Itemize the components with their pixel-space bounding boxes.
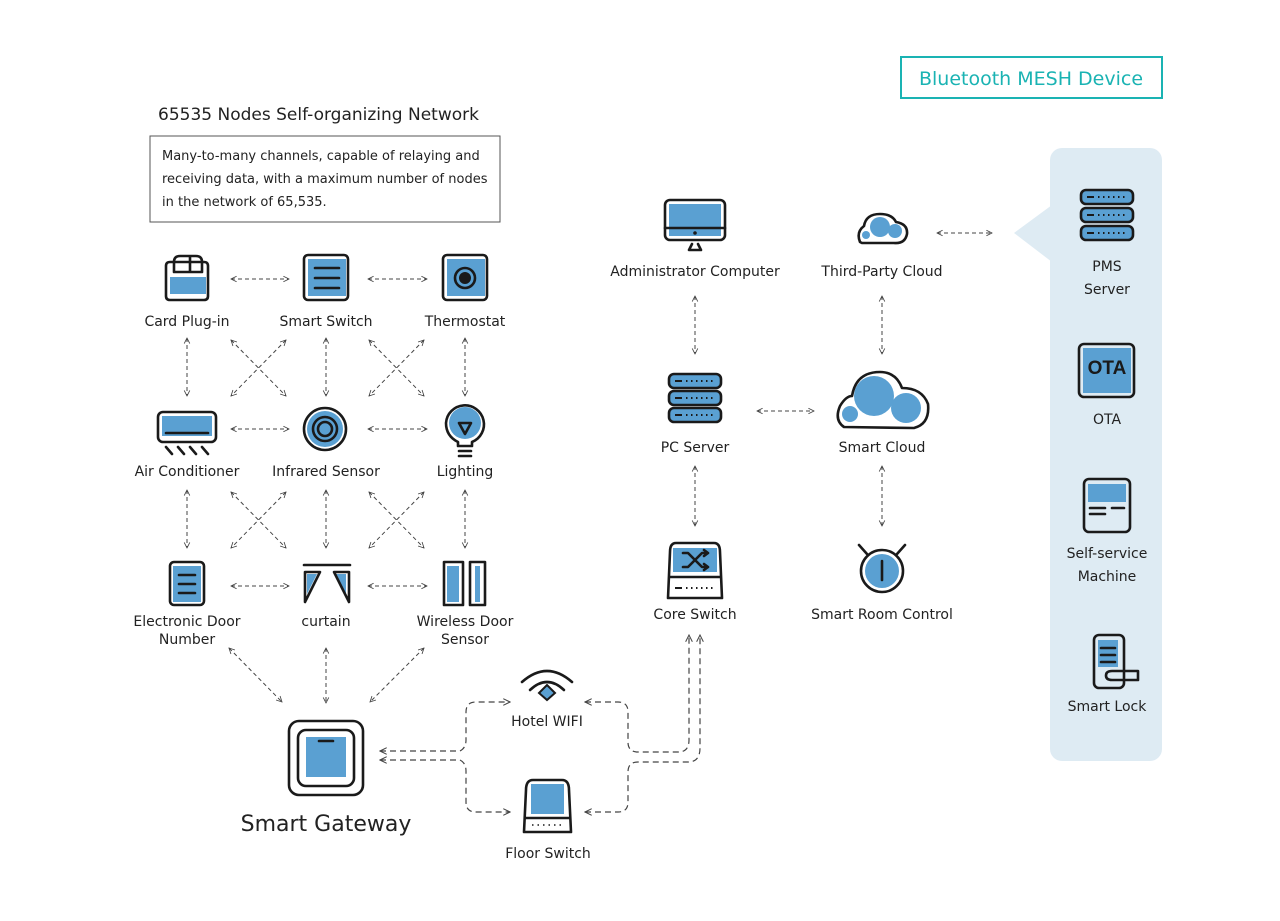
infrared-sensor-label: Infrared Sensor	[272, 464, 380, 480]
wireless-door-sensor-icon[interactable]	[442, 560, 487, 607]
arrow	[585, 635, 689, 753]
arrow	[459, 702, 510, 752]
lighting-label: Lighting	[437, 464, 494, 480]
arrow	[231, 340, 286, 396]
bluetooth-mesh-badge: Bluetooth MESH Device	[900, 56, 1163, 99]
wireless-door-sensor-label-1: Wireless Door	[417, 614, 514, 630]
ota-label: OTA	[1093, 412, 1121, 428]
smart-room-control-icon[interactable]	[857, 543, 907, 594]
card-plug-in-icon[interactable]	[164, 254, 210, 302]
arrow	[370, 648, 424, 702]
ota-icon[interactable]: OTA	[1077, 342, 1136, 399]
badge-label: Bluetooth MESH Device	[919, 68, 1143, 90]
lighting-icon[interactable]	[444, 404, 486, 458]
pc-server-label: PC Server	[661, 440, 730, 456]
mesh-title: 65535 Nodes Self-organizing Network	[158, 105, 479, 125]
pms-server-icon[interactable]	[1079, 188, 1135, 242]
wireless-door-sensor-label-2: Sensor	[441, 632, 489, 648]
electronic-door-number-label-1: Electronic Door	[133, 614, 240, 630]
air-conditioner-icon[interactable]	[156, 410, 218, 456]
smart-switch-icon[interactable]	[302, 253, 350, 302]
self-service-machine-label-2: Machine	[1078, 569, 1137, 585]
gateway-connections	[380, 635, 700, 812]
description-line-1: Many-to-many channels, capable of relayi…	[162, 149, 480, 164]
side-panel	[1014, 148, 1162, 761]
smart-cloud-label: Smart Cloud	[839, 440, 926, 456]
ota-icon-text: OTA	[1088, 358, 1127, 379]
smart-lock-label: Smart Lock	[1068, 699, 1148, 715]
third-party-cloud-label: Third-Party Cloud	[820, 264, 942, 280]
mesh-connections	[187, 279, 465, 703]
smart-lock-icon[interactable]	[1092, 633, 1140, 690]
smart-gateway-label: Smart Gateway	[241, 812, 412, 837]
pms-server-label-1: PMS	[1092, 259, 1122, 275]
self-service-machine-label-1: Self-service	[1067, 546, 1148, 562]
electronic-door-number-icon[interactable]	[168, 560, 206, 607]
floor-switch-icon[interactable]	[522, 778, 573, 834]
backend-connections	[695, 296, 882, 526]
description-line-2: receiving data, with a maximum number of…	[162, 172, 488, 187]
smart-cloud-icon[interactable]	[836, 370, 930, 430]
arrow	[229, 648, 282, 702]
core-switch-label: Core Switch	[653, 607, 736, 623]
thermostat-icon[interactable]	[441, 253, 489, 302]
floor-switch-label: Floor Switch	[505, 846, 591, 862]
arrow	[369, 340, 424, 396]
wifi-icon[interactable]	[520, 669, 574, 702]
smart-gateway-icon[interactable]	[287, 719, 365, 797]
pc-server-icon[interactable]	[667, 372, 723, 424]
hotel-wifi-label: Hotel WIFI	[511, 714, 583, 730]
core-switch-icon[interactable]	[666, 541, 724, 600]
infrared-sensor-icon[interactable]	[302, 406, 348, 452]
air-conditioner-label: Air Conditioner	[135, 464, 240, 480]
electronic-door-number-label-2: Number	[159, 632, 215, 648]
self-service-machine-icon[interactable]	[1082, 477, 1132, 534]
third-party-cloud-icon[interactable]	[857, 212, 909, 245]
smart-room-control-label: Smart Room Control	[811, 607, 953, 623]
arrow	[459, 759, 510, 812]
description-box	[149, 135, 501, 223]
description-line-3: in the network of 65,535.	[162, 195, 327, 210]
administrator-computer-icon[interactable]	[663, 198, 727, 252]
curtain-icon[interactable]	[302, 563, 352, 604]
arrow	[369, 492, 424, 548]
card-plug-in-label: Card Plug-in	[144, 314, 229, 330]
smart-switch-label: Smart Switch	[279, 314, 372, 330]
pms-server-label-2: Server	[1084, 282, 1130, 298]
curtain-label: curtain	[301, 614, 350, 630]
arrow	[585, 635, 700, 812]
thermostat-label: Thermostat	[424, 314, 506, 330]
administrator-computer-label: Administrator Computer	[610, 264, 780, 280]
arrow	[231, 492, 286, 548]
